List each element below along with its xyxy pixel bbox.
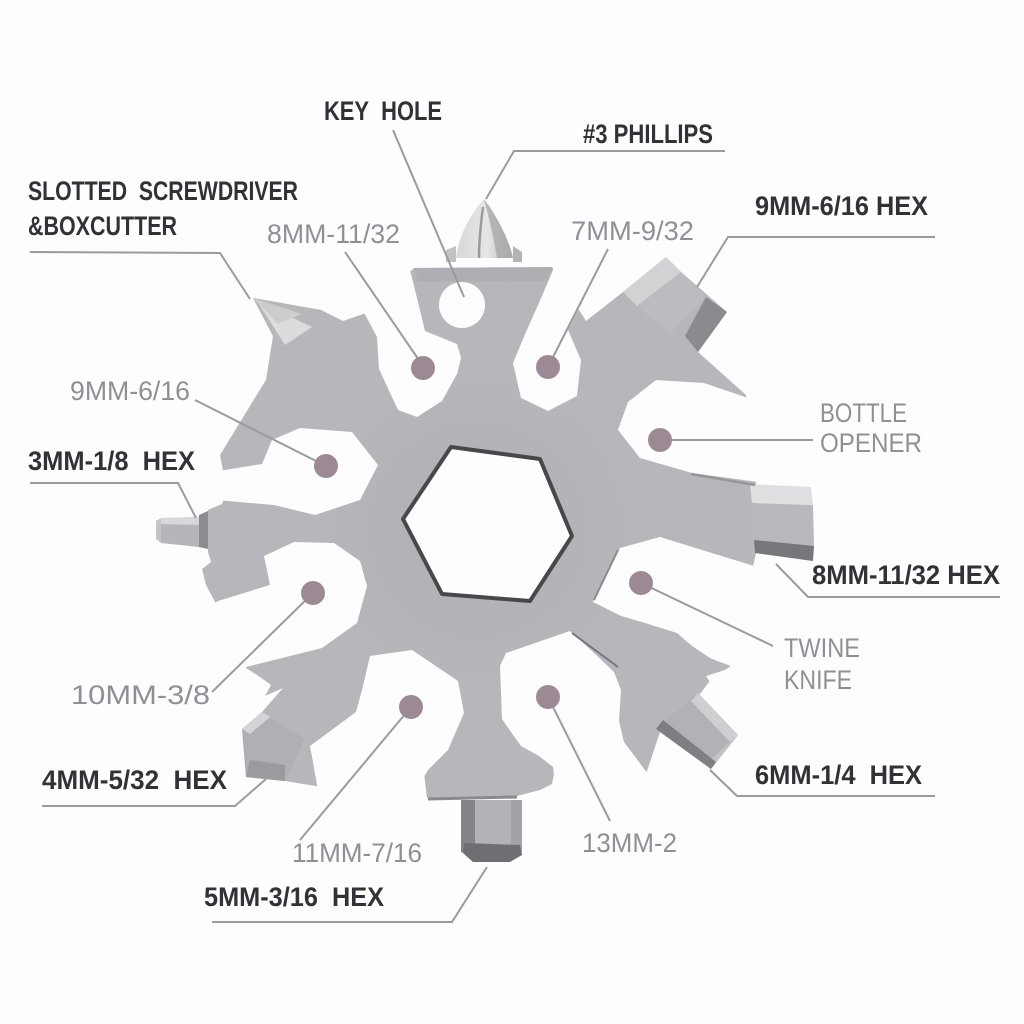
svg-text:3MM-1/8 HEX: 3MM-1/8 HEX — [28, 446, 195, 476]
svg-text:OPENER: OPENER — [820, 428, 922, 458]
svg-text:6MM-1/4 HEX: 6MM-1/4 HEX — [755, 760, 922, 790]
svg-text:11MM-7/16: 11MM-7/16 — [292, 838, 422, 868]
svg-text:7MM-9/32: 7MM-9/32 — [571, 216, 694, 246]
svg-text:KNIFE: KNIFE — [784, 665, 852, 695]
svg-text:KEY HOLE: KEY HOLE — [324, 96, 442, 126]
svg-text:SLOTTED SCREWDRIVER: SLOTTED SCREWDRIVER — [28, 176, 298, 206]
svg-text:BOTTLE: BOTTLE — [820, 398, 907, 428]
svg-text:#3 PHILLIPS: #3 PHILLIPS — [583, 119, 713, 149]
svg-text:&BOXCUTTER: &BOXCUTTER — [28, 211, 177, 241]
svg-text:TWINE: TWINE — [784, 633, 860, 663]
svg-text:10MM-3/8: 10MM-3/8 — [71, 680, 210, 710]
svg-text:9MM-6/16 HEX: 9MM-6/16 HEX — [755, 191, 928, 221]
svg-text:8MM-11/32 HEX: 8MM-11/32 HEX — [812, 560, 1000, 590]
svg-text:5MM-3/16 HEX: 5MM-3/16 HEX — [204, 882, 384, 912]
svg-text:8MM-11/32: 8MM-11/32 — [267, 219, 400, 249]
svg-text:13MM-2: 13MM-2 — [582, 828, 677, 858]
svg-text:9MM-6/16: 9MM-6/16 — [70, 376, 190, 406]
svg-text:4MM-5/32 HEX: 4MM-5/32 HEX — [42, 765, 227, 795]
